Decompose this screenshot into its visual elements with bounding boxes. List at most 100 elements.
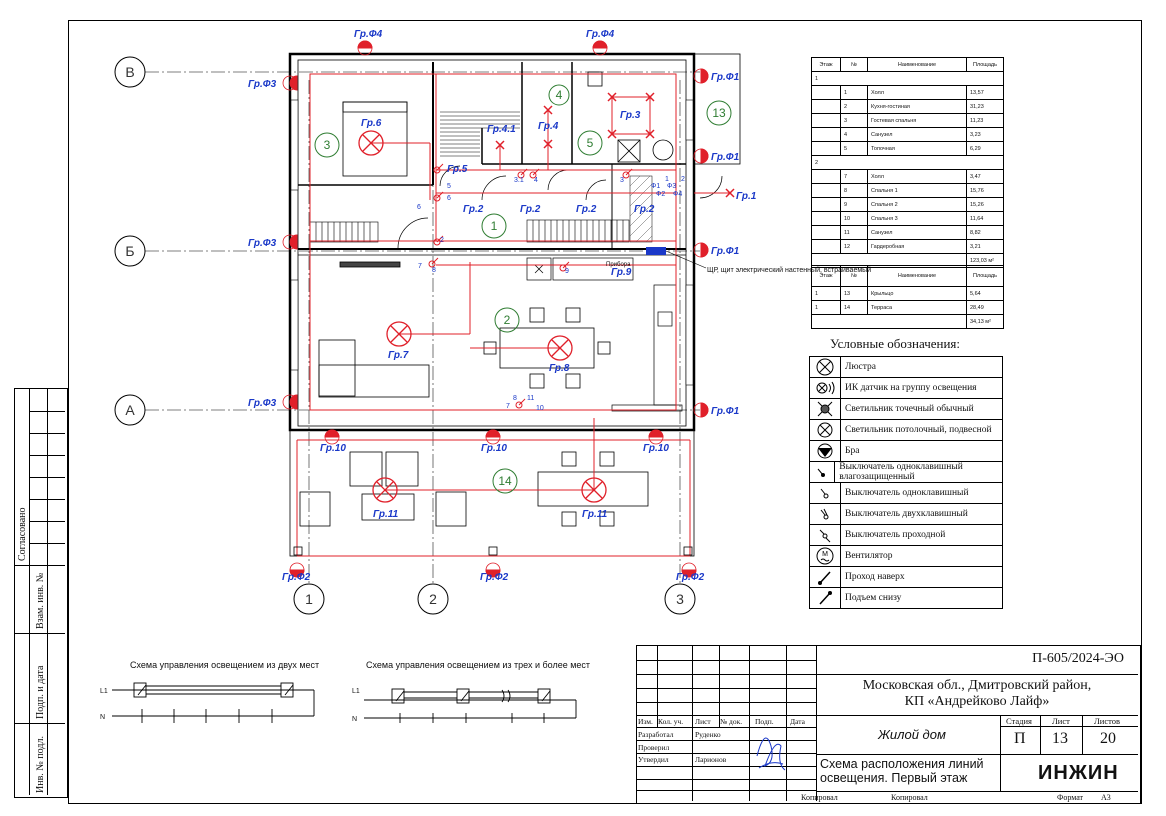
sheet-value: 13 — [1052, 730, 1068, 747]
group-label: Гр.6 — [361, 118, 382, 129]
table-cell: Топочная — [867, 141, 967, 156]
legend-item: Выключатель одноклавишный влагозащищенны… — [809, 462, 1003, 483]
chandelier-icon — [547, 335, 573, 361]
legend-item: Выключатель двухклавишный — [809, 504, 1003, 525]
axis-bubble-a — [114, 394, 146, 426]
legend: Люстра ИК датчик на группу освещения Све… — [809, 356, 1003, 609]
switch-number: 2 — [681, 176, 685, 183]
object-name: Жилой дом — [878, 727, 946, 742]
group-label: Гр.4.1 — [487, 124, 516, 135]
chandelier-icon — [372, 477, 398, 503]
group-label: Гр.Ф1 — [711, 72, 740, 83]
legend-label: Выключатель проходной — [845, 530, 946, 540]
table-cell: 7 — [840, 169, 868, 184]
group-label: Гр.Ф1 — [711, 152, 740, 163]
group-label: Гр.10 — [643, 443, 669, 454]
switch-number: Прибора — [606, 262, 631, 268]
table-cell: 1 — [840, 85, 868, 100]
switch-number: Ф1 — [651, 183, 660, 190]
switch-single-icon — [820, 488, 829, 499]
axis-label-1: 1 — [305, 591, 313, 607]
axis-bubble-v — [114, 56, 146, 88]
switch-number: Ф2 — [656, 191, 665, 198]
legend-item: Проход наверх — [809, 567, 1003, 588]
axis-lines — [145, 71, 700, 585]
legend-label: Проход наверх — [845, 572, 905, 582]
table-cell: Кухня-гостиная — [867, 99, 967, 114]
kitchen-units — [526, 257, 683, 412]
legend-item: Светильник потолочный, подвесной — [809, 420, 1003, 441]
scheme-three-title: Схема управления освещением из трех и бо… — [366, 660, 590, 670]
three-place-scheme — [364, 688, 577, 723]
sheet-title-line: освещения. Первый этаж — [820, 771, 968, 785]
table-cell: 13 — [840, 286, 868, 301]
legend-label: Выключатель одноклавишный влагозащищенны… — [839, 462, 963, 482]
table-cell: Крыльцо — [867, 286, 967, 301]
table-cell: Терраса — [867, 300, 967, 315]
wardrobes — [309, 219, 630, 243]
sheet-title: Схема расположения линий освещения. Перв… — [820, 757, 984, 785]
lighting-lines — [296, 73, 730, 557]
floor-row: 2 — [811, 155, 1004, 170]
room-number-2: 2 — [504, 313, 511, 327]
sheets-label: Листов — [1094, 716, 1120, 726]
stamp-name: Ларионов — [695, 755, 727, 764]
switch-number: 8 — [432, 267, 436, 274]
wall-lamp-rings — [282, 40, 709, 578]
group-label: Гр.10 — [320, 443, 346, 454]
legend-label: Светильник точечный обычный — [845, 404, 974, 414]
legend-item: Выключатель одноклавишный — [809, 483, 1003, 504]
table-cell: 11 — [840, 225, 868, 240]
table-cell: Спальня 1 — [867, 183, 967, 198]
group-label: Гр.Ф2 — [480, 572, 509, 583]
stamp-role: Утвердил — [638, 755, 669, 764]
table-cell: 31,23 — [966, 99, 1004, 114]
table-cell: Холл — [867, 169, 967, 184]
table-cell: 28,49 — [966, 300, 1004, 315]
furniture — [299, 71, 674, 527]
switch-number: 2 — [440, 237, 444, 244]
col-header: Этаж — [811, 57, 841, 72]
legend-item: M Вентилятор — [809, 546, 1003, 567]
legend-label: Бра — [845, 446, 860, 456]
switch-number: 9 — [565, 268, 569, 275]
ceiling-light-icon — [817, 422, 833, 438]
legend-label: Выключатель двухклавишный — [845, 509, 968, 519]
legend-title: Условные обозначения: — [830, 336, 961, 351]
axis-label-b: Б — [125, 243, 134, 259]
group-label: Гр.Ф4 — [354, 29, 383, 40]
table-cell: 15,76 — [966, 183, 1004, 198]
switch-number: 7 — [418, 263, 422, 270]
legend-label: Светильник потолочный, подвесной — [845, 425, 992, 435]
group-label: Гр.Ф3 — [248, 79, 277, 90]
group-label: Гр.8 — [549, 363, 570, 374]
room-number-5: 5 — [587, 136, 594, 150]
stamp-col-header: № док. — [720, 717, 743, 726]
axis-label-3: 3 — [676, 591, 684, 607]
switch-number: 6 — [417, 204, 421, 211]
room-number-4: 4 — [556, 88, 563, 102]
table-cell: Спальня 2 — [867, 197, 967, 212]
company-logo: ИНЖИН — [1038, 762, 1119, 784]
group-label: Гр.10 — [481, 443, 507, 454]
axis-label-2: 2 — [429, 591, 437, 607]
switch-number: 5 — [447, 183, 451, 190]
legend-item: ИК датчик на группу освещения — [809, 378, 1003, 399]
col-header: Наименование — [867, 57, 967, 72]
switch-number: 1 — [665, 176, 669, 183]
switches — [428, 163, 633, 409]
group-label: Гр.2 — [463, 204, 484, 215]
switch-number: 3 — [620, 177, 624, 184]
legend-label: Люстра — [845, 362, 876, 372]
legend-item: Выключатель проходной — [809, 525, 1003, 546]
rise-down-icon — [819, 591, 832, 605]
group-label: Гр.11 — [373, 509, 399, 520]
switch-number: 6 — [447, 195, 451, 202]
room-number-13: 13 — [712, 106, 726, 120]
axis-bubble-b — [114, 235, 146, 267]
table-cell: Спальня 3 — [867, 211, 967, 226]
format-label: Формат — [1057, 793, 1084, 802]
table-cell: 11,64 — [966, 211, 1004, 226]
